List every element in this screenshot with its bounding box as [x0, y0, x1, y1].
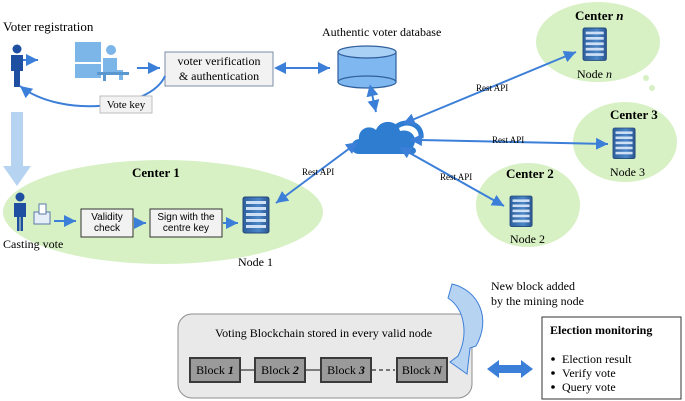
center-n-var: n	[616, 8, 624, 23]
monitoring-box	[541, 316, 682, 400]
monitoring-item: Query vote	[562, 380, 616, 394]
ellipsis-dot	[637, 65, 643, 71]
node-n-prefix: Node	[577, 67, 606, 81]
vote-key-box	[99, 95, 153, 114]
monitoring-item: Verify vote	[562, 366, 616, 380]
verification-line1: voter verification	[177, 54, 261, 68]
sign-line1: Sign with the	[157, 212, 215, 223]
blockchain-title: Voting Blockchain stored in every valid …	[215, 326, 433, 340]
server-icon	[612, 127, 636, 160]
vote-key-label: Vote key	[106, 98, 146, 111]
casting-vote-label: Casting vote	[3, 237, 64, 251]
validity-check-box	[80, 208, 134, 238]
block-index: N	[433, 362, 443, 377]
server-icon	[509, 195, 533, 228]
new-block-line2: by the mining node	[491, 294, 584, 308]
cloud-icon	[351, 120, 424, 155]
center-n-prefix: Center	[575, 8, 617, 23]
node-1-label: Node 1	[238, 255, 273, 269]
monitoring-item: Election result	[562, 352, 632, 366]
rest-api-label: Rest API	[440, 172, 473, 182]
authentic-db-label: Authentic voter database	[322, 25, 442, 39]
desk-worker-icon	[75, 42, 129, 81]
node-n-var: n	[606, 67, 612, 81]
rest-api-label: Rest API	[492, 135, 525, 145]
block-index: 3	[358, 362, 365, 377]
block-prefix: Block	[261, 362, 290, 377]
ellipsis-dot	[649, 85, 655, 91]
block-prefix: Block	[401, 362, 431, 377]
new-block-line1: New block added	[491, 279, 575, 293]
server-icon	[242, 196, 270, 234]
monitoring-double-arrow	[487, 360, 533, 378]
rest-api-label: Rest API	[476, 83, 509, 93]
node-3-label: Node 3	[610, 165, 645, 179]
center-n-title: Center n	[575, 8, 624, 24]
validity-line2: check	[93, 223, 121, 234]
person-icon	[11, 44, 23, 87]
down-flow-arrow	[3, 112, 31, 186]
database-icon	[337, 45, 397, 89]
ellipsis-dot	[643, 75, 649, 81]
monitoring-title: Election monitoring	[550, 323, 653, 337]
person-icon	[14, 192, 26, 231]
center-3-title: Center 3	[610, 107, 658, 122]
node-2-label: Node 2	[510, 232, 545, 246]
center-1-title: Center 1	[132, 165, 180, 180]
verification-box	[164, 51, 274, 87]
rest-api-label: Rest API	[302, 167, 335, 177]
sign-box	[149, 208, 223, 238]
verification-line2: & authentication	[178, 69, 260, 83]
center-2-title: Center 2	[506, 166, 554, 181]
sign-text: Sign with the centre key	[150, 209, 222, 237]
block-index: 2	[292, 362, 299, 377]
voter-registration-label: Voter registration	[3, 19, 94, 34]
sign-line2: centre key	[162, 223, 210, 234]
verification-text: voter verification & authentication	[165, 52, 273, 86]
block-prefix: Block	[327, 362, 356, 377]
node-n-label: Node n	[577, 67, 612, 81]
new-block-arrow	[447, 283, 484, 375]
block-index: 1	[227, 362, 234, 377]
block-prefix: Block	[196, 362, 225, 377]
ballot-box-icon	[33, 203, 51, 225]
validity-text: Validity check	[81, 209, 133, 237]
server-icon	[582, 27, 607, 61]
validity-line1: Validity	[91, 212, 123, 223]
